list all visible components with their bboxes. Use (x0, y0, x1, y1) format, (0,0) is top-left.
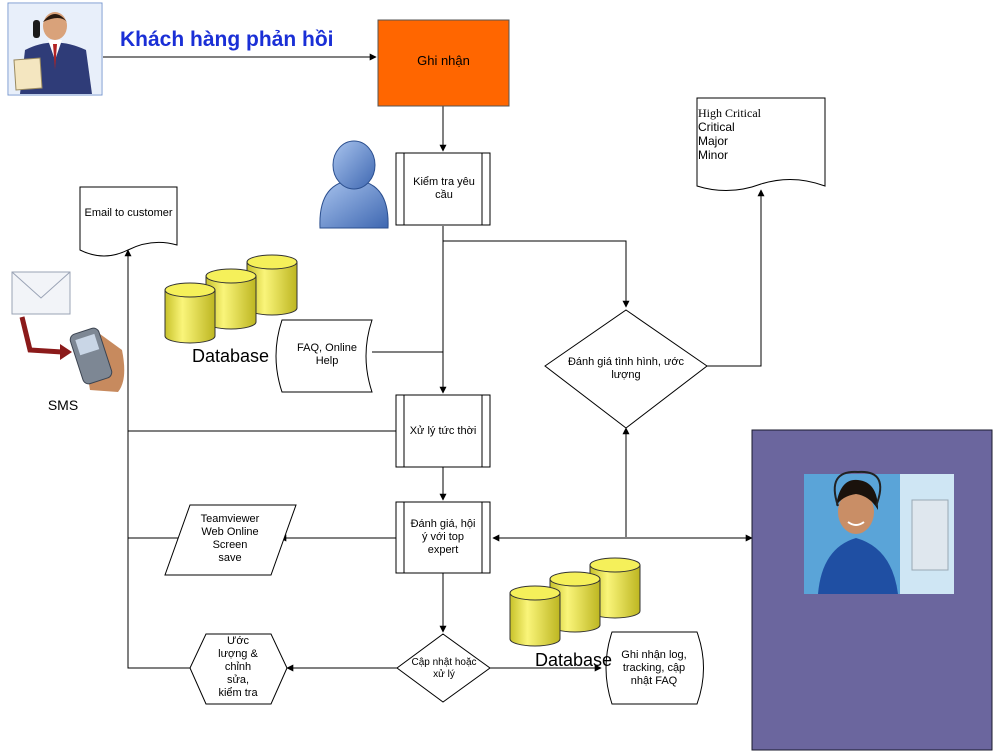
database-cylinders-2 (509, 557, 641, 647)
db-cylinder (509, 585, 561, 647)
db-cylinder (589, 557, 641, 619)
db-cylinder (246, 254, 298, 316)
cap-nhat-decision (396, 633, 491, 703)
ghi-nhan-log-label: Ghi nhận log, tracking, cập nhật FAQ (621, 649, 687, 687)
danh-gia-decision (544, 309, 708, 429)
hoi-y-label: Đánh giá, hội ý với top expert (410, 518, 476, 556)
severity-levels: High Critical Critical Major Minor (698, 106, 761, 162)
sms-label: SMS (47, 397, 79, 413)
severity-document (696, 97, 826, 192)
severity-major: Major (698, 134, 729, 148)
xu-ly-label: Xử lý tức thời (409, 425, 477, 437)
email-document (79, 186, 178, 257)
faq-label: FAQ, Online Help (297, 342, 357, 367)
mobile-phone-icon (69, 327, 125, 392)
kiem-tra-label: Kiểm tra yêu cầu (413, 176, 475, 201)
uoc-luong-preparation (189, 633, 288, 705)
user-icon (319, 140, 389, 229)
connectors (103, 53, 765, 672)
xu-ly-process (395, 394, 491, 468)
faq-stored-data (275, 319, 373, 393)
teamviewer-io (164, 504, 297, 576)
arrow-to-email (124, 249, 190, 669)
database-label-2: Database (535, 650, 613, 670)
customer-phone-icon (7, 2, 103, 96)
cap-nhat-label: Cập nhật hoặc xử lý (411, 657, 477, 680)
arrow-kiemtra-to-danhgia (443, 240, 630, 308)
hoi-y-process (395, 501, 491, 574)
log-stored-data (605, 631, 704, 705)
database-cylinders-1 (164, 254, 298, 344)
arrow-danhgia-to-severity (707, 189, 765, 367)
teamviewer-label: Teamviewer Web Online Screen save (200, 513, 260, 564)
db-cylinder (164, 282, 216, 344)
severity-minor: Minor (698, 148, 729, 162)
email-label: Email to customer (84, 207, 173, 219)
database-label-1: Database (192, 346, 270, 366)
ghi-nhan-label: Ghi nhận (417, 53, 470, 68)
severity-high-critical: High Critical (698, 106, 761, 120)
kiem-tra-process (395, 152, 491, 226)
db-cylinder (549, 571, 601, 633)
ghi-nhan-box (377, 19, 510, 107)
severity-critical: Critical (698, 120, 735, 134)
danh-gia-label: Đánh giá tình hình, ước lượng (567, 356, 685, 381)
sms-arrow (19, 316, 72, 360)
support-agent-photo (804, 470, 954, 594)
uoc-luong-label: Ước lượng & chỉnh sửa, kiểm tra (218, 635, 258, 699)
diagram-title: Khách hàng phản hồi (120, 28, 334, 51)
envelope-icon (11, 271, 71, 315)
